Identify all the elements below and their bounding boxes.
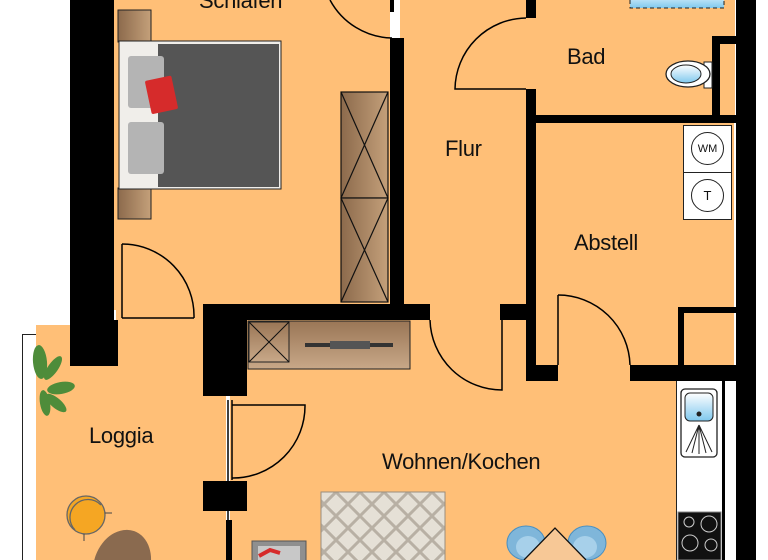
- wall-bedroom-east: [390, 38, 404, 310]
- wall-column: [203, 304, 247, 396]
- dryer-icon: T: [691, 179, 724, 212]
- door-bad-arc: [454, 17, 527, 90]
- wardrobe-icon: [340, 91, 389, 303]
- door-swings: [121, 0, 631, 560]
- loggia-railing: [22, 334, 36, 560]
- wall-west-bedroom: [70, 0, 114, 335]
- wall-abstell-south: [630, 365, 738, 381]
- room-label-schlafen: Schlafen: [199, 0, 283, 13]
- wall-bad-inner-top: [712, 36, 738, 44]
- chair-icon: [251, 540, 307, 560]
- wall-bedroom-east-stub: [390, 0, 394, 12]
- wall-shaft-left: [678, 307, 684, 369]
- room-label-bad: Bad: [567, 44, 606, 69]
- room-label-abstell: Abstell: [574, 230, 638, 255]
- nightstand-bottom: [117, 187, 152, 220]
- sideboard-icon: [247, 320, 411, 370]
- nightstand-top: [117, 9, 152, 43]
- dining-chair-icon: [506, 525, 607, 560]
- washer-icon: WM: [691, 132, 724, 165]
- wall-shaft-top: [678, 307, 738, 313]
- door-schlafen-arc: [329, 0, 393, 39]
- wall-loggia-corner: [70, 320, 118, 366]
- rug-icon: [320, 491, 446, 560]
- plant-icon: [32, 345, 75, 416]
- double-bed-icon: [118, 40, 282, 190]
- wall-flur-bad-top: [526, 0, 536, 18]
- wall-bad-abstell: [526, 115, 736, 123]
- room-label-wohnen: Wohnen/Kochen: [382, 449, 541, 474]
- floor-bad: [530, 0, 735, 118]
- door-loggia-top-arc: [121, 243, 195, 319]
- wall-flur-abstell: [526, 89, 536, 375]
- armchair-icon: [66, 495, 112, 541]
- wall-loggia-door-lower: [203, 481, 247, 511]
- floor-loggia-upper: [116, 300, 206, 340]
- wall-bad-inner: [712, 38, 720, 118]
- room-label-flur: Flur: [445, 136, 482, 161]
- wall-bedroom-south-right: [500, 304, 530, 320]
- table-icon: [92, 529, 152, 560]
- cooktop-icon: [677, 511, 722, 560]
- door-loggia-arc: [231, 404, 306, 479]
- kitchen-sink-icon: [680, 388, 718, 458]
- door-abstell-arc: [557, 294, 631, 366]
- wall-east: [736, 0, 756, 560]
- wall-kitchen-inner: [722, 381, 725, 560]
- room-label-loggia: Loggia: [89, 423, 154, 448]
- wall-abstell-south-left: [526, 365, 558, 381]
- wall-bedroom-south: [205, 304, 430, 320]
- bathtub-icon: [629, 0, 725, 9]
- toilet-icon: [665, 60, 713, 89]
- wall-loggia-door-bottom: [226, 520, 232, 560]
- door-flur-arc: [429, 319, 503, 391]
